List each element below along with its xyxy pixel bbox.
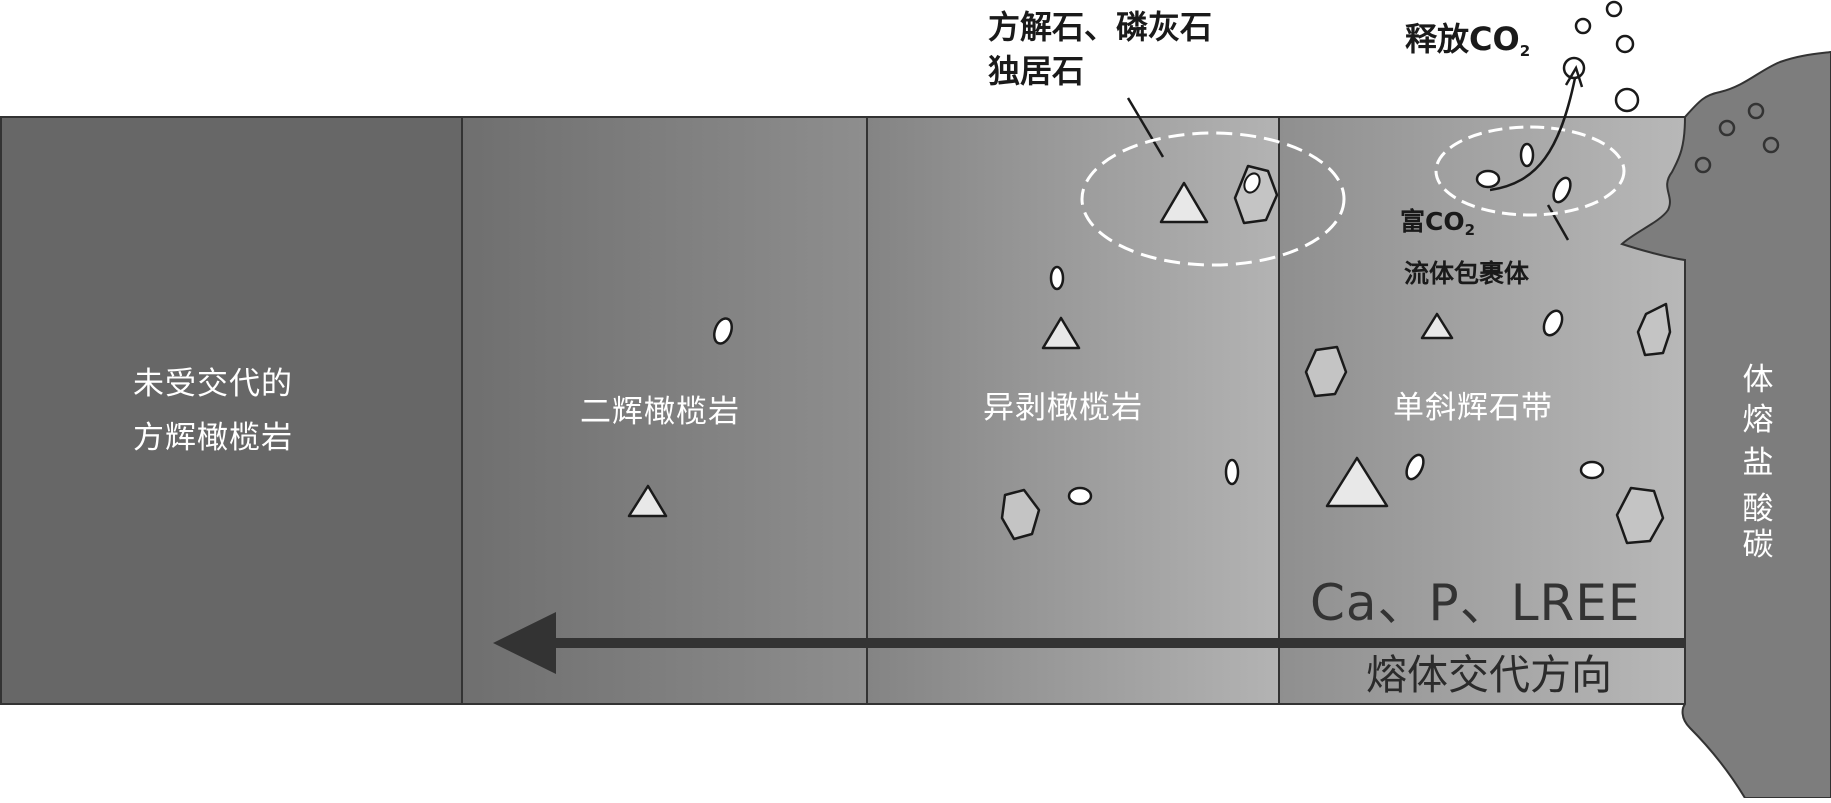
- inclusion-oval-icon: [1519, 142, 1535, 168]
- carbonate-melt-body: [1620, 50, 1831, 799]
- zone-label-harzburgite-1: 未受交代的: [133, 366, 293, 402]
- co2-release-subscript: 2: [1520, 42, 1530, 60]
- mineral-hexagon-icon: [1000, 488, 1041, 541]
- zone-wehrlite: [866, 116, 1280, 705]
- inclusion-text: 富CO: [1400, 207, 1465, 236]
- inclusion-oval-icon: [1579, 460, 1605, 480]
- bubble-icon: [1562, 56, 1586, 80]
- inclusion-oval-icon: [1475, 169, 1501, 189]
- inclusion-oval-icon: [1049, 265, 1065, 291]
- hexagon-inclusion-icon: [1243, 172, 1261, 194]
- inclusion-oval-icon: [1405, 453, 1425, 481]
- bubble-icon: [1614, 87, 1640, 113]
- transported-elements-label: Ca、P、LREE: [1310, 574, 1640, 632]
- melt-bubbles: [1694, 102, 1780, 174]
- metasomatism-arrowhead-icon: [493, 612, 556, 674]
- inclusion-oval-icon: [1542, 309, 1564, 337]
- mineral-triangle-icon: [1041, 316, 1081, 350]
- minerals-callout-line1: 方解石、磷灰石: [988, 8, 1212, 46]
- inclusion-oval-icon: [1224, 458, 1240, 486]
- zone-unmetasomatized-harzburgite: [0, 116, 463, 705]
- zone-lherzolite: [461, 116, 868, 705]
- mineral-hexagon-icon: [1615, 486, 1665, 545]
- co2-escape-arrow: [1489, 77, 1577, 192]
- bubble-icon: [1747, 102, 1765, 120]
- inclusion-subscript: 2: [1465, 221, 1475, 239]
- bubble-icon: [1574, 17, 1592, 35]
- minerals-callout-line2: 独居石: [988, 52, 1084, 90]
- inclusion-oval-icon: [1552, 176, 1572, 204]
- co2-release-text: 释放CO: [1405, 20, 1520, 58]
- inclusion-leader-line: [1546, 204, 1570, 241]
- zone-label-wehrlite: 异剥橄榄岩: [983, 390, 1143, 426]
- minerals-leader-line: [1126, 97, 1165, 158]
- zone-label-harzburgite-2: 方辉橄榄岩: [133, 420, 293, 456]
- melt-label-char: 酸: [1743, 491, 1774, 527]
- minerals-dashed-ellipse: [1080, 131, 1346, 267]
- melt-label-char: 体: [1743, 362, 1774, 398]
- mineral-hexagon-icon: [1636, 302, 1672, 357]
- inclusion-oval-icon: [713, 317, 733, 345]
- metasomatism-direction-label: 熔体交代方向: [1366, 651, 1612, 699]
- mineral-triangle-icon: [1325, 456, 1389, 508]
- bubble-icon: [1718, 119, 1736, 137]
- bubble-icon: [1615, 34, 1635, 54]
- fluid-inclusions: [713, 142, 1605, 506]
- melt-label: 碳 酸 盐 熔 体: [1743, 362, 1774, 563]
- melt-label-char: 碳: [1743, 527, 1774, 563]
- inclusions-dashed-ellipse: [1434, 125, 1626, 217]
- bubble-icon: [1694, 156, 1712, 174]
- melt-label-char: 盐: [1743, 445, 1774, 481]
- inclusion-oval-icon: [1067, 486, 1093, 506]
- mineral-triangle-icon: [627, 484, 668, 518]
- mineral-triangle-icon: [1420, 312, 1454, 340]
- released-bubbles: [1562, 0, 1640, 113]
- bubble-icon: [1605, 0, 1623, 18]
- mineral-triangle-icon: [1159, 181, 1209, 224]
- triangle-minerals: [627, 181, 1454, 518]
- melt-label-char: 熔: [1743, 402, 1774, 438]
- bubble-icon: [1762, 136, 1780, 154]
- zone-label-lherzolite: 二辉橄榄岩: [580, 394, 740, 430]
- inclusion-label-line1: 富CO2: [1400, 207, 1475, 239]
- co2-release-label: 释放CO2: [1405, 20, 1530, 60]
- zone-label-clinopyroxene: 单斜辉石带: [1393, 390, 1553, 426]
- inclusion-label-line2: 流体包裹体: [1404, 259, 1530, 288]
- mineral-hexagon-icon: [1304, 345, 1348, 398]
- co2-arrowhead-icon: [1564, 64, 1584, 88]
- zone-clinopyroxene: [1278, 116, 1686, 705]
